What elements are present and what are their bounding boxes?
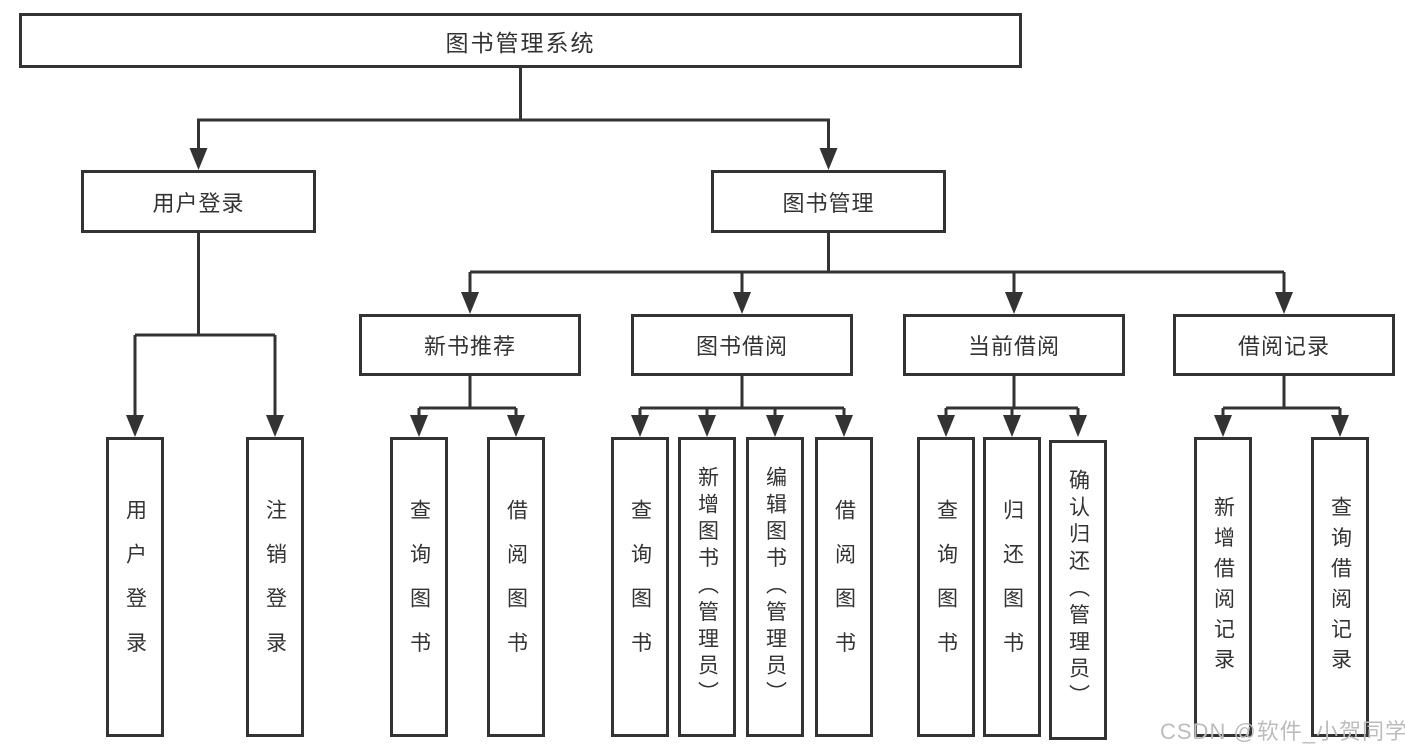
node-new-book-recommendation: 新书推荐	[359, 314, 581, 376]
leaf-user-login: 用户登录	[106, 437, 164, 737]
leaf-logout-login: 注销登录	[246, 437, 304, 737]
leaf-edit-books-admin: 编辑图书（管理员）	[746, 437, 804, 737]
leaf-query-books-borrowing: 查询图书	[611, 437, 669, 737]
leaf-query-books-current: 查询图书	[917, 437, 975, 737]
leaf-confirm-return-admin: 确认归还（管理员）	[1049, 440, 1107, 740]
leaf-borrow-books-borrowing: 借阅图书	[815, 437, 873, 737]
node-user-login: 用户登录	[81, 170, 316, 233]
node-current-borrowing: 当前借阅	[903, 314, 1125, 376]
leaf-return-books: 归还图书	[983, 437, 1041, 737]
leaf-query-borrow-record: 查询借阅记录	[1311, 437, 1369, 737]
node-library-management-system: 图书管理系统	[19, 13, 1022, 68]
leaf-add-borrow-record: 新增借阅记录	[1194, 437, 1252, 737]
node-book-borrowing: 图书借阅	[631, 314, 853, 376]
leaf-add-books-admin: 新增图书（管理员）	[678, 437, 736, 737]
leaf-query-books-recommend: 查询图书	[390, 437, 448, 737]
leaf-borrow-books-recommend: 借阅图书	[487, 437, 545, 737]
node-borrowing-records: 借阅记录	[1173, 314, 1395, 376]
watermark-text: CSDN @软件_小贺同学	[1160, 719, 1405, 744]
node-book-management: 图书管理	[711, 170, 946, 233]
